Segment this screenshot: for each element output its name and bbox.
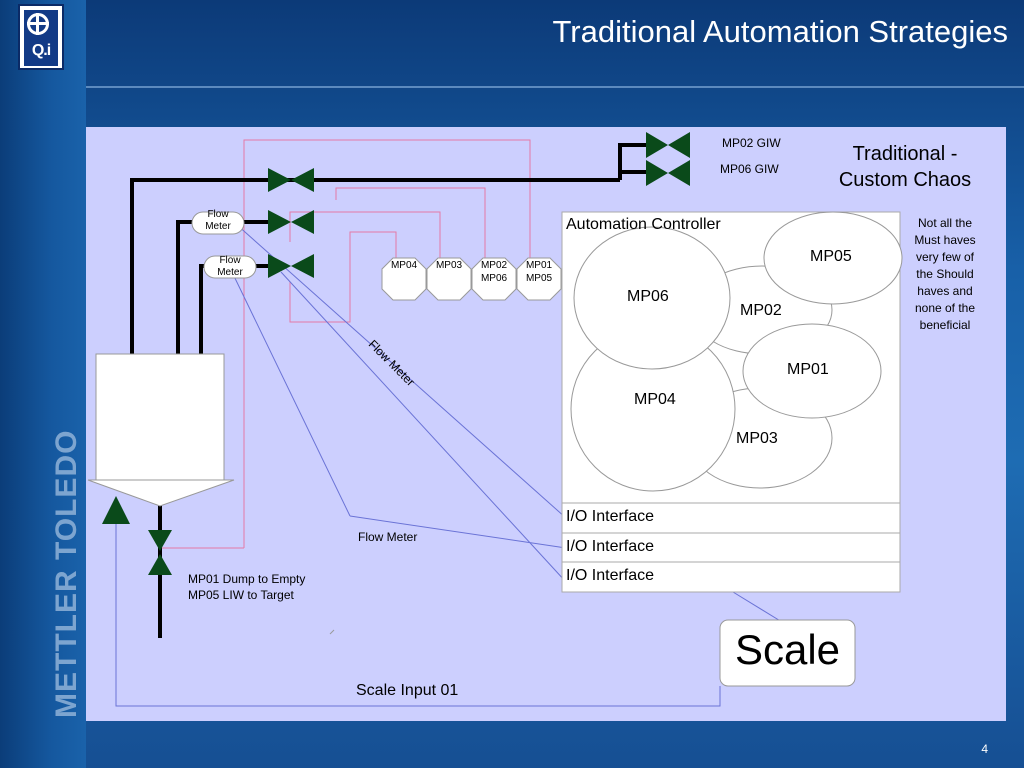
valve-label-mp02-giw: MP02 GIW bbox=[722, 136, 781, 150]
logo-text: Q.i bbox=[31, 42, 51, 59]
pipe-main bbox=[130, 178, 620, 354]
side-note: Not all the Must haves very few of the S… bbox=[914, 216, 976, 332]
dump-label: MP01 Dump to Empty MP05 LIW to Target bbox=[188, 572, 306, 602]
level-sensor-icon bbox=[102, 496, 130, 524]
octagon-label-mp02-mp06: MP02 MP06 bbox=[480, 260, 508, 284]
leader-flowmeter-1 bbox=[235, 223, 567, 519]
pipe-giw-upper bbox=[618, 143, 648, 180]
page-number: 4 bbox=[981, 742, 988, 756]
circle-label-mp05: MP05 bbox=[810, 248, 852, 265]
valve-label-mp06-giw: MP06 GIW bbox=[720, 162, 779, 176]
controller-title: Automation Controller bbox=[566, 216, 721, 233]
slide-title: Traditional Automation Strategies bbox=[552, 14, 1009, 49]
valve-mp06-giw-icon[interactable] bbox=[646, 160, 690, 186]
octagon-mp03[interactable] bbox=[426, 257, 472, 301]
octagon-label-mp03: MP03 bbox=[435, 260, 463, 271]
circle-label-mp01: MP01 bbox=[787, 361, 829, 378]
flow-meter-1-label: Flow Meter bbox=[205, 209, 231, 232]
valve-lower-icon[interactable] bbox=[268, 254, 314, 278]
scale-input-line bbox=[115, 524, 721, 707]
leader-lines bbox=[115, 223, 783, 707]
mp-octagons bbox=[381, 257, 562, 301]
leader-scale bbox=[732, 591, 783, 623]
io-interface-2: I/O Interface bbox=[566, 538, 655, 555]
title-divider bbox=[86, 86, 1024, 88]
flow-meter-2[interactable] bbox=[203, 255, 257, 279]
circle-mp01[interactable] bbox=[742, 323, 882, 419]
mp-circles bbox=[570, 211, 903, 492]
scale-input-label: Scale Input 01 bbox=[356, 682, 459, 699]
octagon-label-mp04: MP04 bbox=[390, 260, 418, 271]
octagon-mp01-mp05[interactable] bbox=[516, 257, 562, 301]
signal-line-mp03 bbox=[289, 211, 441, 258]
flow-meter-bottom-label: Flow Meter bbox=[358, 530, 418, 544]
valve-dump-icon[interactable] bbox=[148, 530, 172, 575]
qi-logo: Q.i bbox=[18, 4, 64, 70]
leader-flowmeter-2 bbox=[231, 271, 351, 517]
valve-mp02-giw-icon[interactable] bbox=[646, 132, 690, 158]
signal-line-mp02 bbox=[335, 187, 486, 258]
io-interface-3: I/O Interface bbox=[566, 567, 655, 584]
circle-label-mp03: MP03 bbox=[736, 430, 778, 447]
scale-box[interactable] bbox=[719, 619, 856, 687]
signal-line-mp04 bbox=[289, 231, 397, 323]
signal-lines bbox=[160, 139, 531, 549]
octagon-mp04[interactable] bbox=[381, 257, 427, 301]
valve-main-icon[interactable] bbox=[268, 168, 314, 192]
flow-meter-1[interactable] bbox=[191, 211, 245, 235]
circle-label-mp02: MP02 bbox=[740, 302, 782, 319]
stray-mark bbox=[329, 629, 335, 635]
circle-label-mp04: MP04 bbox=[634, 391, 676, 408]
circle-mp05[interactable] bbox=[763, 211, 903, 305]
side-title: Traditional - Custom Chaos bbox=[838, 143, 972, 191]
logo-crosshair-icon bbox=[27, 13, 49, 35]
valve-middle-icon[interactable] bbox=[268, 210, 314, 234]
scale-label: Scale bbox=[734, 626, 841, 673]
tank-body bbox=[95, 353, 225, 481]
circle-mp06[interactable] bbox=[573, 226, 731, 370]
circle-label-mp06: MP06 bbox=[627, 288, 669, 305]
octagon-label-mp01-mp05: MP01 MP05 bbox=[525, 260, 553, 284]
signal-line-mp01 bbox=[243, 139, 531, 548]
leader-flowmeter-4 bbox=[280, 271, 567, 583]
flow-meter-2-label: Flow Meter bbox=[217, 255, 243, 278]
octagon-mp02-mp06[interactable] bbox=[471, 257, 517, 301]
sidebar-band: Q.i METTLER TOLEDO bbox=[0, 0, 86, 768]
tank-cone bbox=[87, 479, 235, 507]
io-interface-1: I/O Interface bbox=[566, 508, 655, 525]
valves bbox=[102, 132, 690, 575]
